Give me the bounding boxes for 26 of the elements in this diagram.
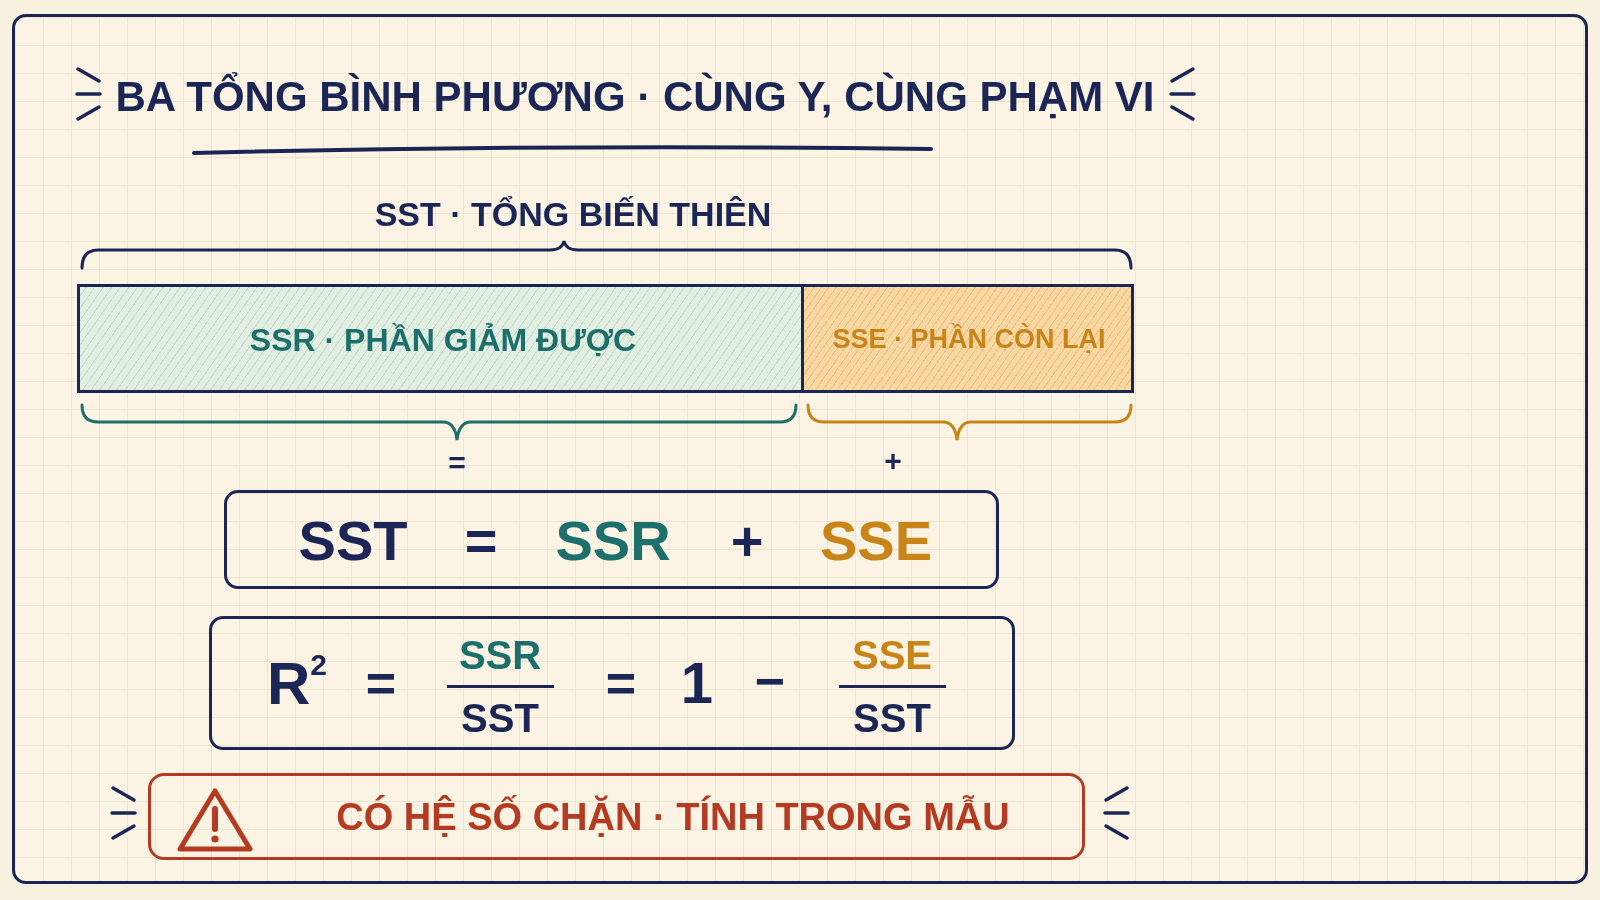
- numerator: SSR: [458, 632, 542, 679]
- plus-sign: +: [730, 508, 764, 574]
- formula-term: R$^{2}$: [267, 647, 327, 719]
- title: BA TỔNG BÌNH PHƯƠNG · CÙNG Y, CÙNG PHẠM VI: [115, 71, 1155, 122]
- formula-term: SSE: [819, 508, 933, 574]
- bar-segment: [77, 284, 804, 393]
- denominator: SST: [461, 695, 539, 742]
- segment-label: SSR · PHẦN GIẢM ĐƯỢC: [249, 321, 637, 360]
- segment-label: SSE · PHẦN CÒN LẠI: [832, 323, 1106, 357]
- number: 1: [680, 648, 714, 717]
- brace-label: SST · TỔNG BIẾN THIÊN: [374, 193, 772, 235]
- plus-sign: +: [884, 443, 902, 480]
- formula-box: [224, 490, 999, 589]
- equals-sign: =: [605, 652, 637, 714]
- equals-sign: =: [448, 445, 466, 482]
- equals-sign: =: [365, 652, 397, 714]
- bar-segment: [801, 284, 1134, 393]
- denominator: SST: [853, 695, 931, 742]
- formula-term: SST: [298, 508, 408, 574]
- equals-sign: =: [464, 508, 498, 574]
- minus-sign: −: [754, 650, 786, 712]
- warning-text: CÓ HỆ SỐ CHẶN · TÍNH TRONG MẪU: [336, 794, 1010, 841]
- formula-box: [209, 616, 1015, 750]
- formula-term: SSR: [555, 508, 671, 574]
- warning-box: [148, 773, 1085, 860]
- numerator: SSE: [852, 632, 932, 679]
